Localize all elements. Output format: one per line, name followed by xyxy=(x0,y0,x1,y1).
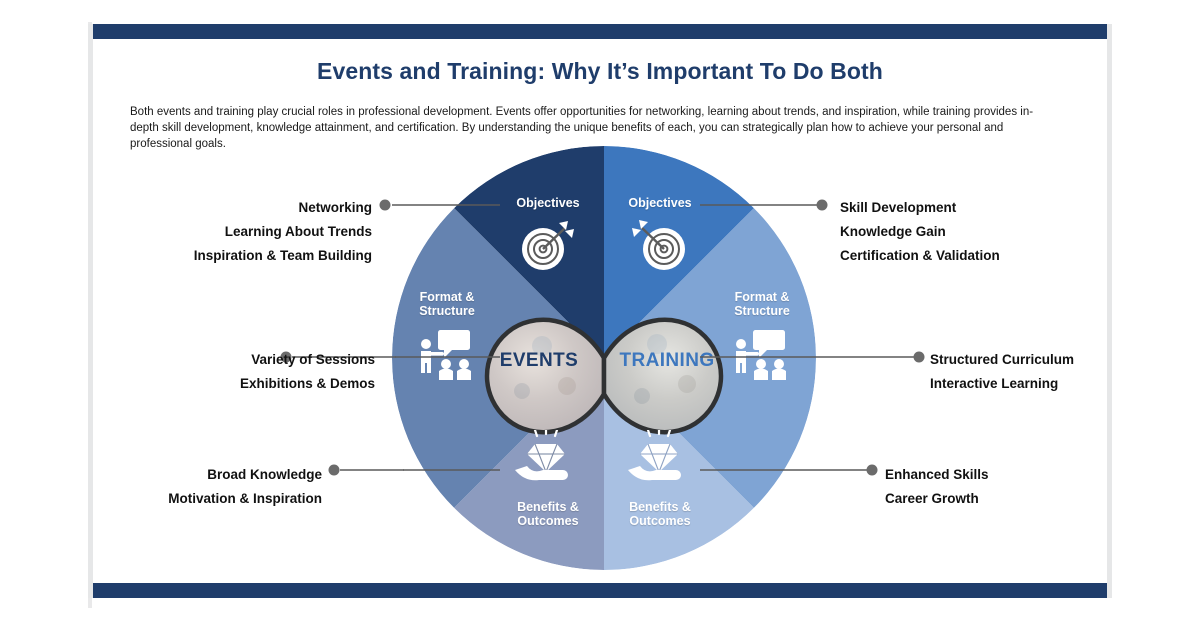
center-label-events: EVENTS xyxy=(499,350,579,371)
benefits-left-line1: Benefits & xyxy=(517,500,579,514)
callout-left-2-line-2: Exhibitions & Demos xyxy=(239,376,375,391)
segment-label-objectives-left: Objectives xyxy=(516,196,580,210)
segment-label-format-right: Format & Structure xyxy=(710,290,814,318)
callout-right-3-line-2: Career Growth xyxy=(885,491,979,506)
photo-texture xyxy=(514,334,696,404)
benefits-right-line2: Outcomes xyxy=(629,514,691,528)
callout-left-3-line-1: Broad Knowledge xyxy=(207,467,322,482)
left-edge-strip xyxy=(88,24,93,598)
format-right-line2: Structure xyxy=(734,304,790,318)
events-training-wheel xyxy=(392,146,816,570)
center-label-training: TRAINING xyxy=(619,350,715,371)
benefits-left-line2: Outcomes xyxy=(517,514,579,528)
infinity-badge xyxy=(484,317,724,435)
callout-left-3: Broad Knowledge Motivation & Inspiration xyxy=(110,463,322,511)
intro-paragraph: Both events and training play crucial ro… xyxy=(130,106,1034,150)
presenter-audience-icon xyxy=(729,328,791,389)
callout-right-2-line-1: Structured Curriculum xyxy=(930,352,1075,367)
benefits-right-line1: Benefits & xyxy=(629,500,691,514)
bottom-accent-bar xyxy=(88,583,1112,598)
segment-label-objectives-right: Objectives xyxy=(628,196,692,210)
infinity-right-lobe xyxy=(601,317,724,435)
hand-diamond-icon xyxy=(513,426,579,493)
callout-right-2: Structured Curriculum Interactive Learni… xyxy=(930,348,1200,396)
segment-label-benefits-right: Benefits & Outcomes xyxy=(605,500,715,528)
callout-left-1: Networking Learning About Trends Inspira… xyxy=(110,196,372,268)
page-title: Events and Training: Why It’s Important … xyxy=(317,58,883,84)
callout-right-1-line-3: Certification & Validation xyxy=(840,248,1000,263)
callout-right-1-line-2: Knowledge Gain xyxy=(840,224,946,239)
callout-left-1-line-3: Inspiration & Team Building xyxy=(193,248,372,263)
format-left-line2: Structure xyxy=(419,304,475,318)
callout-left-2-line-1: Variety of Sessions xyxy=(251,352,375,367)
format-left-line1: Format & xyxy=(419,290,475,304)
format-right-line1: Format & xyxy=(734,290,790,304)
callout-left-2: Variety of Sessions Exhibitions & Demos xyxy=(100,348,375,396)
callout-left-3-line-2: Motivation & Inspiration xyxy=(168,491,322,506)
callout-right-1-line-1: Skill Development xyxy=(840,200,957,215)
callout-left-1-line-2: Learning About Trends xyxy=(224,224,372,239)
callout-right-3-line-1: Enhanced Skills xyxy=(885,467,989,482)
callout-right-3: Enhanced Skills Career Growth xyxy=(885,463,1165,511)
callout-right-2-line-2: Interactive Learning xyxy=(930,376,1059,391)
infinity-left-lobe xyxy=(484,317,607,435)
callout-right-1: Skill Development Knowledge Gain Certifi… xyxy=(840,196,1140,268)
top-accent-bar xyxy=(88,24,1112,39)
hand-diamond-icon xyxy=(626,426,692,493)
segment-label-format-left: Format & Structure xyxy=(395,290,499,318)
callout-left-1-line-1: Networking xyxy=(298,200,372,215)
segment-label-benefits-left: Benefits & Outcomes xyxy=(493,500,603,528)
right-edge-strip xyxy=(1107,24,1112,598)
presenter-audience-icon xyxy=(414,328,476,389)
target-icon xyxy=(515,219,579,280)
target-icon xyxy=(628,219,692,280)
